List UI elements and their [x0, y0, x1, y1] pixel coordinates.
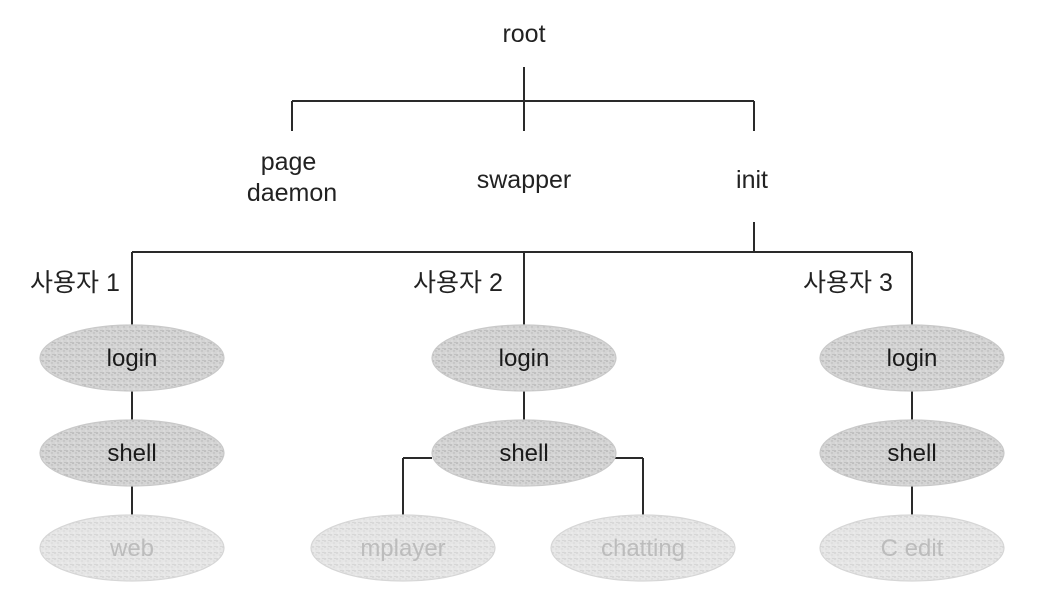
- user-2-login-label: login: [499, 345, 550, 372]
- user-3-shell-node: shell: [819, 419, 1005, 487]
- user-2-mplayer-node: mplayer: [310, 514, 496, 582]
- user-1-web-node: web: [39, 514, 225, 582]
- user-3-shell-label: shell: [887, 440, 936, 467]
- user-2-chatting-label: chatting: [601, 535, 685, 562]
- user-1-label: 사용자 1: [30, 269, 120, 297]
- user-1-shell-node: shell: [39, 419, 225, 487]
- init-connectors: [131, 222, 913, 326]
- user-1-tree: login shell web: [39, 324, 225, 582]
- init-label: init: [736, 166, 768, 194]
- user-1-web-label: web: [109, 535, 154, 562]
- user-1-login-node: login: [39, 324, 225, 392]
- user-1-shell-label: shell: [107, 440, 156, 467]
- user-2-tree: login shell mplayer chatting: [310, 324, 736, 582]
- page-daemon-label: page daemon: [247, 148, 337, 207]
- root-connectors: [291, 67, 755, 131]
- user-3-label: 사용자 3: [803, 269, 893, 297]
- user-3-login-label: login: [887, 345, 938, 372]
- user-2-login-node: login: [431, 324, 617, 392]
- user-2-chatting-node: chatting: [550, 514, 736, 582]
- root-label: root: [502, 20, 545, 48]
- user-3-tree: login shell C edit: [819, 324, 1005, 582]
- user-3-c-edit-node: C edit: [819, 514, 1005, 582]
- user-2-shell-label: shell: [499, 440, 548, 467]
- user-2-shell-node: shell: [431, 419, 617, 487]
- user-2-mplayer-label: mplayer: [360, 535, 445, 562]
- page-daemon-line1: page: [261, 148, 317, 176]
- swapper-label: swapper: [477, 166, 572, 194]
- user-3-c-edit-label: C edit: [881, 535, 944, 562]
- page-daemon-line2: daemon: [247, 179, 337, 207]
- user-2-label: 사용자 2: [413, 269, 503, 297]
- user-1-login-label: login: [107, 345, 158, 372]
- user-3-login-node: login: [819, 324, 1005, 392]
